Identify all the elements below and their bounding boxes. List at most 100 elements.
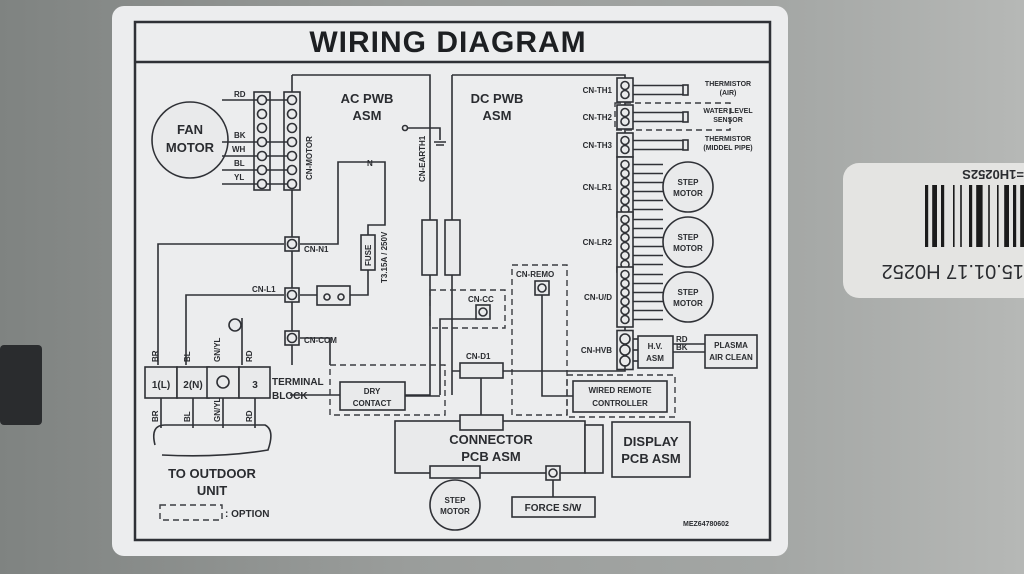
plasma-air-clean — [704, 334, 758, 369]
sticker-code-top: =1H0252S — [962, 167, 1024, 182]
force-switch-label: FORCE S/W — [525, 503, 582, 514]
wire-label: RD — [245, 410, 254, 422]
barcode — [925, 185, 1024, 247]
switch — [316, 285, 351, 306]
pin — [286, 122, 298, 134]
pin — [256, 108, 268, 120]
connector-pcb-label: CONNECTOR — [449, 432, 533, 447]
step-motor-label: MOTOR — [673, 299, 703, 308]
display-pcb-label: PCB ASM — [621, 451, 680, 466]
wire-label: BL — [183, 351, 192, 362]
step-motor-label: STEP — [678, 178, 700, 187]
terminal-block-label: BLOCK — [272, 391, 308, 402]
wire-label: RD — [234, 90, 246, 99]
housing-slot — [0, 345, 42, 425]
wire-label: BK — [234, 131, 246, 140]
wired-remote-controller — [572, 380, 668, 413]
ac-pwb-label: AC PWB — [341, 91, 394, 106]
sensor-icon — [682, 111, 689, 123]
display-pcb-label: DISPLAY — [623, 434, 678, 449]
connector-label: CN-HVB — [581, 346, 612, 355]
cc-option — [429, 289, 506, 329]
step-motor-label: STEP — [445, 496, 467, 505]
fuse-rating: T3.15A / 250V — [380, 231, 389, 283]
wire-label: GN/YL — [213, 337, 222, 362]
wire-label: BL — [234, 159, 245, 168]
label-border — [133, 20, 772, 542]
diagram-title: WIRING DIAGRAM — [309, 26, 586, 59]
step-motor — [429, 479, 481, 531]
wired-remote-option — [566, 374, 676, 418]
earth-icon — [216, 375, 230, 389]
sensor-label: (MIDDEL PIPE) — [703, 145, 752, 152]
wire-label: RD — [676, 335, 688, 344]
dc-pwb-label: DC PWB — [471, 91, 524, 106]
connector-label: CN-U/D — [584, 293, 612, 302]
sticker-code-bottom: 15.01.17 H0252 — [882, 260, 1024, 282]
wire-label: BL — [183, 411, 192, 422]
plasma-label: PLASMA — [714, 341, 748, 350]
sensor-label: SENSOR — [713, 117, 743, 124]
pin — [256, 94, 268, 106]
option-legend-label: : OPTION — [225, 509, 269, 520]
pin — [286, 150, 298, 162]
outdoor-unit-label: UNIT — [197, 483, 227, 498]
bridge-connector — [421, 219, 438, 276]
wire-label: YL — [234, 173, 244, 182]
connector-label: CN-TH1 — [583, 86, 613, 95]
force-switch — [511, 496, 596, 518]
dc-pwb-label: ASM — [483, 108, 512, 123]
dry-contact — [339, 381, 406, 411]
pin — [256, 136, 268, 148]
connector-label: CN-TH3 — [583, 141, 613, 150]
sensor-icon — [682, 139, 689, 151]
connector-label: CN-LR1 — [583, 183, 613, 192]
connector-label: CN-LR2 — [583, 238, 613, 247]
pin — [286, 136, 298, 148]
ac-pwb-label: ASM — [353, 108, 382, 123]
fan-motor — [151, 101, 229, 179]
fuse — [360, 234, 376, 271]
cn-n1-connector — [284, 236, 300, 252]
terminal-cell-label: 1(L) — [152, 380, 170, 391]
connector-pcb-asm — [394, 420, 586, 474]
option-legend-box — [159, 504, 223, 521]
fuse-label: FUSE — [364, 244, 373, 266]
bridge-connector — [444, 219, 461, 276]
sensor-label: THERMISTOR — [705, 136, 751, 143]
pin — [286, 108, 298, 120]
cn-cc-label: CN-CC — [468, 295, 494, 304]
step-motor-label: STEP — [678, 288, 700, 297]
wire-label: WH — [232, 145, 246, 154]
water-level-option — [614, 102, 731, 131]
barcode-sticker: =1H0252S 15.01.17 H0252 — [843, 163, 1024, 298]
fan-motor-label: FAN — [177, 122, 203, 137]
dry-contact-label: CONTACT — [353, 399, 392, 408]
wired-remote-label: CONTROLLER — [592, 399, 648, 408]
sensor-icon — [682, 84, 689, 96]
fan-motor-label: MOTOR — [166, 140, 215, 155]
cn-com-connector — [284, 330, 300, 346]
display-pcb-asm — [611, 421, 691, 478]
noise-filter: N — [367, 159, 373, 168]
part-number: MEZ64780602 — [683, 521, 729, 528]
dry-contact-option — [329, 364, 446, 416]
cn-remo-label: CN-REMO — [516, 270, 554, 279]
connector-label: CN-TH2 — [583, 113, 613, 122]
cn-d1-label: CN-D1 — [466, 352, 491, 361]
wire-label: BK — [676, 343, 688, 352]
pin — [256, 122, 268, 134]
sensor-label: THERMISTOR — [705, 81, 751, 88]
step-motor-label: STEP — [678, 233, 700, 242]
step-motor-label: MOTOR — [673, 189, 703, 198]
wire-label: BR — [151, 350, 160, 362]
earth-icon — [228, 318, 242, 332]
cn-earth-label: CN-EARTH1 — [418, 135, 427, 182]
step-motor-label: MOTOR — [440, 507, 470, 516]
remo-option — [511, 264, 568, 416]
step-motor — [662, 161, 714, 213]
connector-pcb-label: PCB ASM — [461, 449, 520, 464]
